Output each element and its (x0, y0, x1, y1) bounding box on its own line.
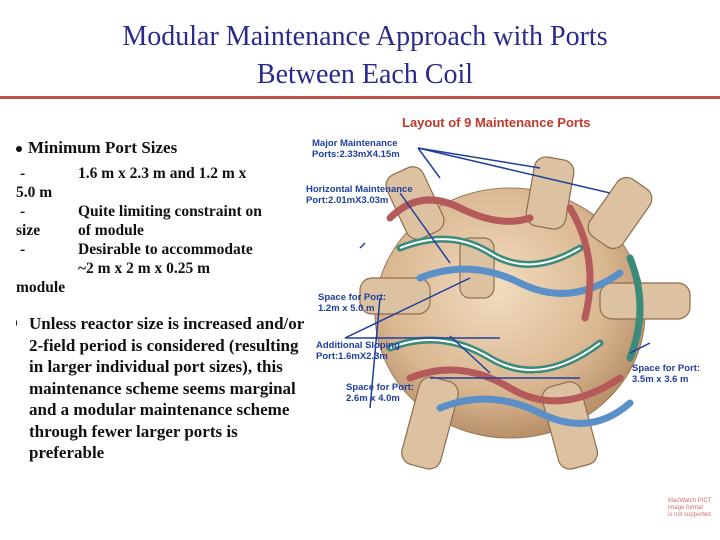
sub-dash: - (20, 241, 26, 258)
title-line-1: Modular Maintenance Approach with Ports (122, 21, 608, 52)
format-watermark: MacWatch PICT image format is not suppor… (668, 498, 711, 519)
coil-highlights (389, 238, 601, 371)
callout-lines (344, 147, 651, 409)
label-line: Major Maintenance (312, 138, 398, 149)
label-line: 2.6m x 4.0m (346, 393, 400, 404)
bullet-1: Minimum Port Sizes (16, 138, 306, 158)
label-space-port-2: Space for Port: 2.6m x 4.0m (346, 382, 414, 404)
label-horizontal-port: Horizontal Maintenance Port:2.01mX3.03m (306, 184, 413, 206)
bullet-dot-icon (16, 320, 18, 326)
label-space-port-1: Space for Port: 1.2m x 5.0 m (318, 292, 386, 314)
slide-title: Modular Maintenance Approach with Ports … (0, 18, 720, 94)
label-line: Additional Sloping (316, 340, 400, 351)
sub-row: ~2 m x 2 m x 0.25 m (16, 259, 306, 278)
sub-row: module (16, 278, 306, 297)
bullet-1-heading: Minimum Port Sizes (28, 138, 178, 157)
sub-text: 1.6 m x 2.3 m and 1.2 m x (78, 165, 247, 182)
label-line: Port:2.01mX3.03m (306, 195, 389, 206)
label-line: Space for Port: (318, 292, 387, 303)
label-major-ports: Major Maintenance Ports:2.33mX4.15m (312, 138, 400, 160)
label-line: Horizontal Maintenance (306, 184, 413, 195)
sub-row: - Desirable to accommodate (16, 240, 306, 259)
sub-bullet-list: - 1.6 m x 2.3 m and 1.2 m x 5.0 m - Quite … (16, 164, 306, 297)
sub-dash: - (20, 203, 26, 220)
sub-text: Quite limiting constraint on (78, 203, 262, 220)
reactor-figure (344, 147, 691, 470)
watermark-line: MacWatch PICT (668, 498, 712, 504)
bullet-list: Minimum Port Sizes - 1.6 m x 2.3 m and 1.… (16, 138, 306, 464)
label-line: 3.5m x 3.6 m (632, 374, 689, 385)
sub-row: 5.0 m (16, 183, 306, 202)
sub-text (78, 278, 306, 297)
sub-text (78, 183, 306, 202)
sub-row: - 1.6 m x 2.3 m and 1.2 m x (16, 164, 306, 183)
sub-dash: size (16, 222, 41, 239)
label-sloping-port: Additional Sloping Port:1.6mX2.3m (316, 340, 400, 362)
label-line: Port:1.6mX2.3m (316, 351, 388, 362)
sub-text: Desirable to accommodate (78, 241, 253, 258)
sub-text: of module (78, 222, 144, 239)
title-line-2: Between Each Coil (256, 59, 474, 90)
figure-title: Layout of 9 Maintenance Ports (402, 115, 591, 130)
watermark-line: is not supported (668, 512, 711, 518)
bullet-2-text: Unless reactor size is increased and/or … (29, 314, 304, 462)
sub-dash (16, 259, 78, 278)
label-line: Space for Port: (346, 382, 415, 393)
sub-row: size of module (16, 221, 306, 240)
label-space-port-3: Space for Port: 3.5m x 3.6 m (632, 363, 700, 385)
sub-row: - Quite limiting constraint on (16, 202, 306, 221)
bullet-2: Unless reactor size is increased and/or … (16, 313, 306, 464)
label-line: Ports:2.33mX4.15m (312, 149, 400, 160)
bullet-dot-icon (16, 146, 22, 153)
title-divider (0, 96, 720, 99)
label-line: Space for Port: (632, 363, 701, 374)
label-line: 1.2m x 5.0 m (318, 303, 375, 314)
watermark-line: image format (668, 505, 704, 511)
sub-dash: 5.0 m (16, 184, 53, 201)
sub-dash: module (16, 279, 66, 296)
sub-dash: - (20, 165, 26, 182)
sub-text: ~2 m x 2 m x 0.25 m (78, 260, 211, 277)
